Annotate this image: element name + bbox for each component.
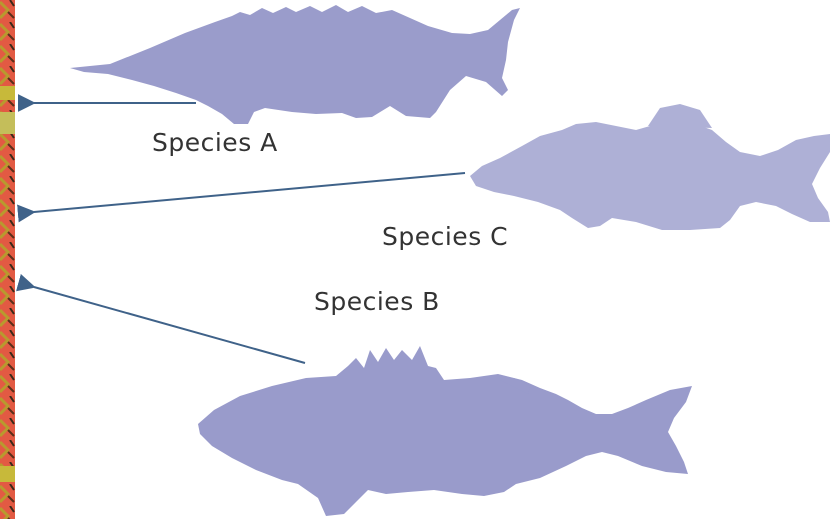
species-b-label: Species B bbox=[314, 287, 440, 316]
sturgeon-silhouette-icon bbox=[70, 5, 520, 124]
species-a-label: Species A bbox=[152, 128, 278, 157]
colorful-strip-edge bbox=[0, 0, 15, 519]
goby-silhouette-icon bbox=[470, 104, 830, 230]
perch-silhouette-icon bbox=[198, 346, 692, 516]
species-c-label: Species C bbox=[382, 222, 508, 251]
arrow-species-c bbox=[34, 173, 465, 212]
arrow-species-b bbox=[34, 287, 305, 363]
